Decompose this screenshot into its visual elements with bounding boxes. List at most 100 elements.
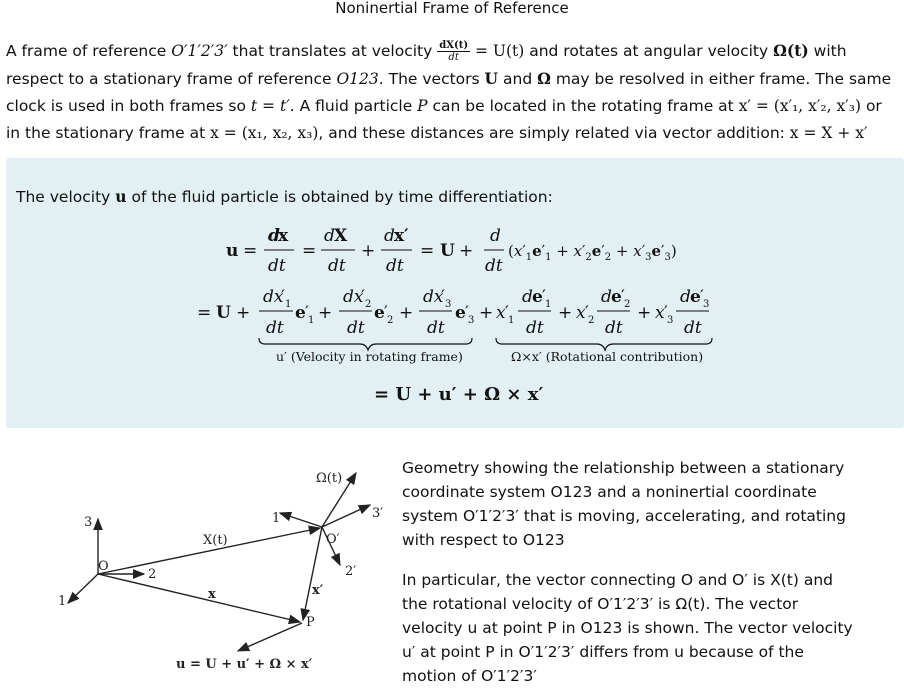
label-axis-2prime: 2′ bbox=[345, 564, 356, 579]
svg-text:d: d bbox=[268, 226, 280, 246]
label-axis-3: 3 bbox=[84, 515, 92, 530]
svg-text:=: = bbox=[243, 241, 257, 261]
svg-text:e: e bbox=[295, 303, 306, 323]
svg-text:dt: dt bbox=[328, 256, 346, 276]
brace-left-label: u′ (Velocity in rotating frame) bbox=[276, 349, 463, 364]
svg-text:′: ′ bbox=[664, 303, 668, 323]
label-axis-1: 1 bbox=[58, 594, 66, 609]
brace-right-label: Ω×x′ (Rotational contribution) bbox=[511, 349, 703, 364]
svg-text:′: ′ bbox=[700, 287, 704, 307]
svg-text:′: ′ bbox=[585, 303, 589, 323]
label-X: X(t) bbox=[203, 533, 228, 548]
equation-row-2: = U + dx′1 dt e′1 + dx′2 dt e′2 + dx′3 d… bbox=[197, 287, 713, 352]
svg-text:X: X bbox=[334, 226, 348, 246]
svg-text:d: d bbox=[601, 287, 612, 307]
svg-text:dt: dt bbox=[347, 318, 365, 338]
svg-text:2: 2 bbox=[387, 315, 393, 326]
label-xprime: x′ bbox=[312, 583, 324, 598]
svg-text:x: x bbox=[278, 226, 289, 246]
svg-text:dt: dt bbox=[386, 256, 404, 276]
svg-text:dt: dt bbox=[268, 256, 286, 276]
svg-text:u: u bbox=[226, 241, 238, 261]
rotating-frame-symbol: O′1′2′3′ bbox=[171, 42, 228, 60]
intro-paragraph: A frame of reference O′1′2′3′ that trans… bbox=[6, 40, 892, 142]
svg-text:=: = bbox=[420, 241, 434, 261]
label-velocity: u = U + u′ + Ω × x′ bbox=[176, 657, 313, 672]
svg-text:1: 1 bbox=[545, 299, 551, 310]
svg-text:3: 3 bbox=[445, 299, 451, 310]
svg-text:+: + bbox=[479, 303, 493, 323]
svg-text:dt: dt bbox=[684, 318, 702, 338]
label-axis-2: 2 bbox=[148, 567, 156, 582]
svg-text:dx: dx bbox=[423, 287, 444, 307]
brace-right bbox=[495, 337, 713, 352]
svg-text:e: e bbox=[611, 287, 622, 307]
svg-text:′: ′ bbox=[384, 303, 388, 323]
svg-text:1: 1 bbox=[285, 299, 291, 310]
svg-text:(x′1e′1 + x′2e′2 + x′3e′3): (x′1e′1 + x′2e′2 + x′3e′3) bbox=[508, 242, 677, 263]
derivation-panel bbox=[6, 158, 904, 428]
svg-text:dt: dt bbox=[526, 318, 544, 338]
svg-text:1: 1 bbox=[508, 315, 514, 326]
svg-text:x: x bbox=[496, 303, 506, 323]
vector-xprime-arrow bbox=[300, 526, 323, 622]
svg-text:+: + bbox=[361, 241, 375, 261]
svg-text:x: x bbox=[576, 303, 586, 323]
svg-text:3: 3 bbox=[667, 315, 673, 326]
svg-text:d: d bbox=[522, 287, 533, 307]
svg-text:x′: x′ bbox=[394, 226, 409, 246]
svg-text:e: e bbox=[374, 303, 385, 323]
svg-text:′: ′ bbox=[542, 287, 546, 307]
svg-text:dt: dt bbox=[266, 318, 284, 338]
omega-arrow bbox=[321, 471, 357, 528]
label-omega: Ω(t) bbox=[316, 471, 342, 486]
page-title: Noninertial Frame of Reference bbox=[335, 0, 569, 17]
label-origin: O bbox=[98, 559, 109, 574]
axis-3prime-arrow bbox=[321, 504, 372, 528]
frame-geometry-figure: Ω(t) 3 1 2 O X(t) x P x′ O′ 1′ 2′ 3′ u =… bbox=[58, 471, 383, 672]
svg-text:′: ′ bbox=[621, 287, 625, 307]
svg-text:+: + bbox=[558, 303, 572, 323]
label-Oprime: O′ bbox=[326, 532, 340, 547]
svg-text:d: d bbox=[680, 287, 691, 307]
velocity-arrow bbox=[236, 622, 303, 652]
svg-text:e: e bbox=[532, 287, 543, 307]
svg-text:=: = bbox=[197, 303, 211, 323]
vector-X-arrow bbox=[97, 525, 322, 575]
label-x: x bbox=[208, 587, 216, 602]
label-P: P bbox=[306, 615, 315, 630]
axis-1-arrow bbox=[66, 573, 99, 604]
svg-text:+: + bbox=[399, 303, 413, 323]
svg-text:′: ′ bbox=[441, 287, 445, 307]
svg-text:+: + bbox=[459, 241, 473, 261]
figure-caption-geometry: Geometry showing the relationship betwee… bbox=[402, 459, 846, 549]
svg-text:U: U bbox=[440, 241, 455, 261]
svg-text:d: d bbox=[490, 226, 501, 246]
svg-text:dt: dt bbox=[485, 256, 503, 276]
equation-row-3: = U + u′ + Ω × x′ bbox=[374, 384, 543, 405]
svg-text:=: = bbox=[302, 241, 316, 261]
svg-text:dx: dx bbox=[343, 287, 364, 307]
svg-text:+: + bbox=[637, 303, 651, 323]
svg-text:′: ′ bbox=[281, 287, 285, 307]
svg-text:dx: dx bbox=[263, 287, 284, 307]
label-axis-1prime: 1′ bbox=[272, 511, 283, 526]
svg-text:2: 2 bbox=[624, 299, 630, 310]
svg-text:1: 1 bbox=[308, 315, 314, 326]
svg-text:e: e bbox=[455, 303, 466, 323]
svg-text:+: + bbox=[236, 303, 250, 323]
axis-2prime-arrow bbox=[321, 526, 341, 567]
brace-left bbox=[258, 337, 473, 352]
svg-text:dt: dt bbox=[605, 318, 623, 338]
omega-symbol: Ω(t) bbox=[773, 41, 809, 60]
svg-text:dt: dt bbox=[427, 318, 445, 338]
derivation-lead: The velocity u of the fluid particle is … bbox=[16, 187, 553, 206]
svg-text:x: x bbox=[655, 303, 665, 323]
velocity-fraction: dX(t)dt bbox=[437, 40, 471, 63]
svg-text:e: e bbox=[690, 287, 701, 307]
svg-text:3: 3 bbox=[468, 315, 474, 326]
svg-text:d: d bbox=[384, 226, 395, 246]
axis-1prime-arrow bbox=[278, 511, 323, 528]
